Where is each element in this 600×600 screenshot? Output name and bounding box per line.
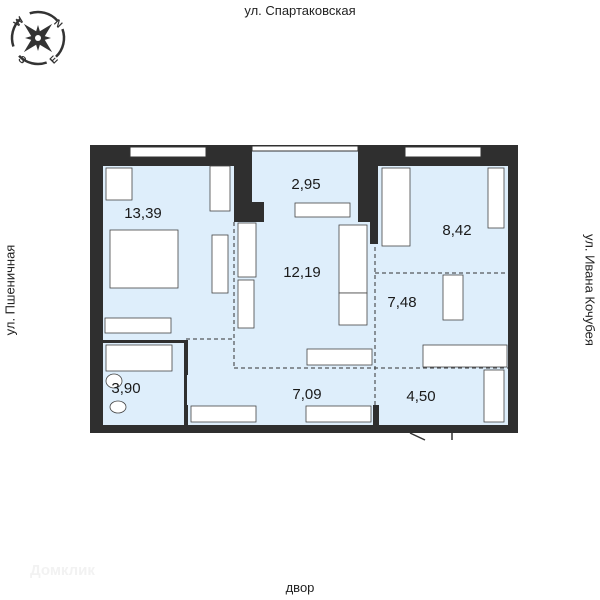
area-bedroom: 13,39 — [124, 205, 162, 222]
window — [129, 146, 207, 158]
area-hall: 4,50 — [406, 388, 435, 405]
compass-e: E — [48, 54, 61, 67]
area-bedroom-2: 12,19 — [283, 264, 321, 281]
area-loggia: 2,95 — [291, 176, 320, 193]
street-label-top: ул. Спартаковская — [244, 3, 356, 18]
area-kitchen: 7,48 — [387, 294, 416, 311]
area-living-room: 8,42 — [442, 222, 471, 239]
area-bathroom: 3,90 — [111, 380, 140, 397]
watermark: Домклик — [30, 562, 95, 579]
compass-n: N — [51, 18, 64, 31]
street-label-bottom: двор — [285, 580, 315, 595]
compass-s: S — [16, 54, 29, 67]
compass-rose-icon: W N E S — [10, 10, 66, 67]
area-corridor: 7,09 — [292, 386, 321, 403]
room-loggia — [252, 149, 358, 202]
window — [404, 146, 482, 158]
window — [251, 145, 359, 152]
